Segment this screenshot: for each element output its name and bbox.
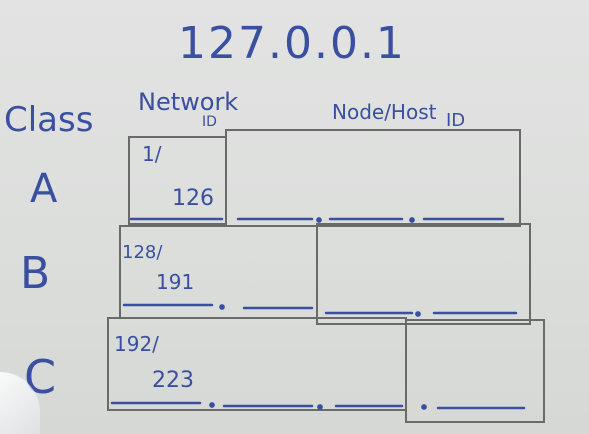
range-a-start: 1/ — [142, 142, 162, 166]
header-network: Network — [138, 88, 239, 116]
octet-dot — [317, 404, 323, 410]
octet-dot — [316, 217, 322, 223]
box-c-host — [405, 319, 545, 423]
range-a-end: 126 — [172, 186, 214, 211]
ip-address-title: 127.0.0.1 — [178, 18, 406, 69]
box-b-host — [316, 223, 531, 325]
octet-dot — [409, 217, 415, 223]
header-network-id: ID — [202, 114, 217, 130]
range-b-end: 191 — [156, 270, 195, 294]
header-host: Node/Host — [332, 100, 437, 124]
range-b-start: 128/ — [122, 242, 163, 263]
class-label-b: B — [20, 248, 51, 299]
octet-dot — [415, 311, 421, 317]
octet-dot — [209, 402, 215, 408]
octet-dot — [219, 304, 225, 310]
box-a-host — [225, 129, 521, 227]
class-label-a: A — [30, 166, 58, 212]
octet-dot — [421, 404, 427, 410]
range-c-start: 192/ — [114, 332, 159, 356]
header-host-id: ID — [446, 110, 466, 131]
range-c-end: 223 — [152, 368, 194, 393]
header-class: Class — [4, 100, 94, 140]
